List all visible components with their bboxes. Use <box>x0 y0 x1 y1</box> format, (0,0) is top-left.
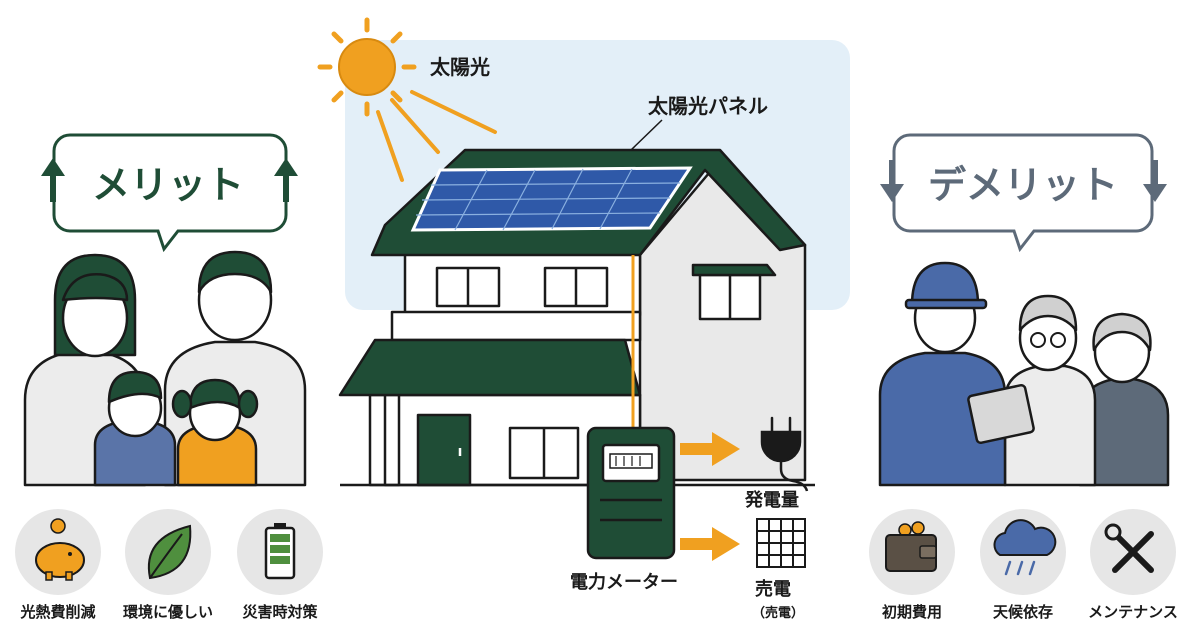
generation-arrow <box>680 432 740 466</box>
demerit-down-arrow-right-icon <box>1143 160 1167 202</box>
grid-panel-icon <box>756 518 806 568</box>
sun-icon <box>317 17 497 182</box>
demerit-title: デメリット <box>928 163 1118 207</box>
merit-bubble <box>41 133 298 253</box>
merit-item-label: 環境に優しい <box>123 603 213 621</box>
demerit-item-label: メンテナンス <box>1088 603 1178 621</box>
meter-label: 電力メーター <box>570 572 678 593</box>
demerit-down-arrow-left-icon <box>880 160 904 202</box>
merit-up-arrow-right-icon <box>274 158 298 202</box>
merit-up-arrow-left-icon <box>41 158 65 202</box>
power-meter-icon <box>586 426 676 560</box>
merit-item-label: 災害時対策 <box>242 603 318 621</box>
merit-item-label: 光熱費削減 <box>19 603 95 621</box>
family-illustration <box>23 250 307 487</box>
merit-title: メリット <box>92 163 244 207</box>
selling-label: 売電 <box>755 578 791 600</box>
wallet-icon <box>869 509 955 595</box>
leaf-icon <box>125 509 211 595</box>
piggy-bank-icon <box>15 509 101 595</box>
demerit-item-label: 初期費用 <box>882 603 942 621</box>
installer-elderly-illustration <box>878 261 1170 487</box>
tools-icon <box>1090 509 1176 595</box>
generation-label: 発電量 <box>744 489 799 511</box>
panel-label: 太陽光パネル <box>648 94 768 118</box>
solar-panel <box>410 166 693 232</box>
demerit-item-label: 天候依存 <box>993 603 1053 621</box>
sun-label: 太陽光 <box>430 55 490 79</box>
rain-cloud-icon <box>980 509 1066 595</box>
selling-arrow <box>680 527 740 561</box>
selling-sub-label: （売電） <box>752 605 804 621</box>
demerit-bubble <box>880 133 1167 253</box>
battery-icon <box>237 509 323 595</box>
plug-icon <box>760 416 809 492</box>
